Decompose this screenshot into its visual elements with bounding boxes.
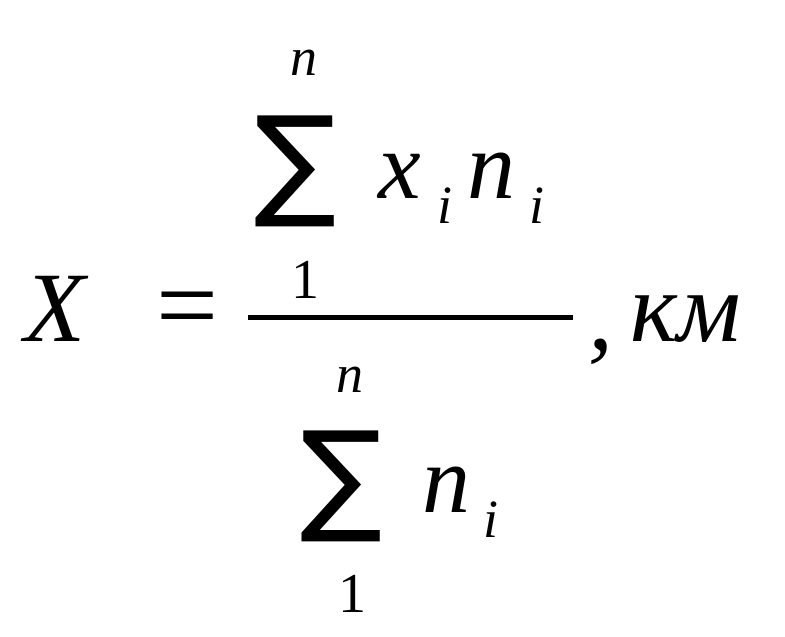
unit-label: км <box>630 252 741 363</box>
lhs-variable: X <box>24 252 86 363</box>
numerator-term-x: x <box>378 112 421 219</box>
fraction-bar <box>248 315 573 320</box>
denominator-lower-limit: 1 <box>338 563 366 625</box>
numerator-term-n: n <box>467 112 515 219</box>
numerator-lower-limit: 1 <box>291 249 319 311</box>
denominator-upper-limit: n <box>336 344 363 404</box>
equals-sign: = <box>156 244 219 366</box>
numerator-term-n-subscript: i <box>529 175 545 235</box>
comma: , <box>588 260 613 371</box>
numerator-upper-limit: n <box>290 27 317 87</box>
denominator-sum-icon: ∑ <box>300 405 383 547</box>
denominator-term-n-subscript: i <box>483 489 499 549</box>
numerator-sum-icon: ∑ <box>254 90 337 232</box>
denominator-term-n: n <box>422 426 470 533</box>
numerator-term-x-subscript: i <box>437 175 453 235</box>
